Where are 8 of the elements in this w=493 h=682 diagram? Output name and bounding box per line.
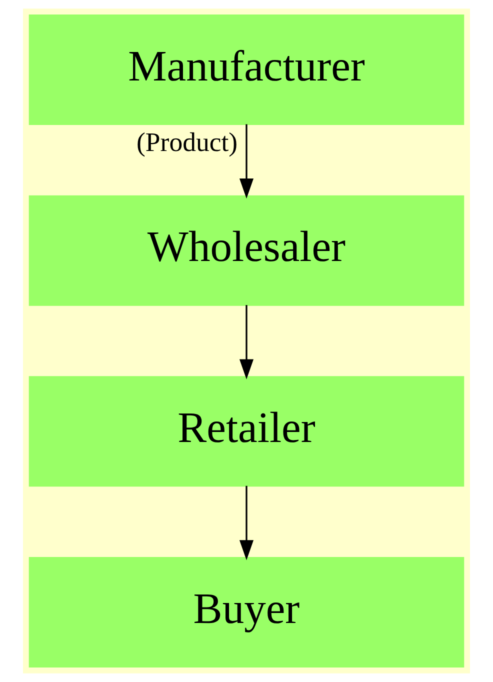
node-box: Wholesaler: [28, 195, 464, 306]
node-box: Retailer: [28, 376, 464, 487]
node-box: Buyer: [28, 556, 464, 668]
arrow: [239, 124, 254, 199]
edge-label: (Product): [136, 127, 238, 158]
arrow: [239, 486, 254, 560]
arrow: [239, 305, 254, 380]
node-box: Manufacturer: [28, 14, 464, 126]
